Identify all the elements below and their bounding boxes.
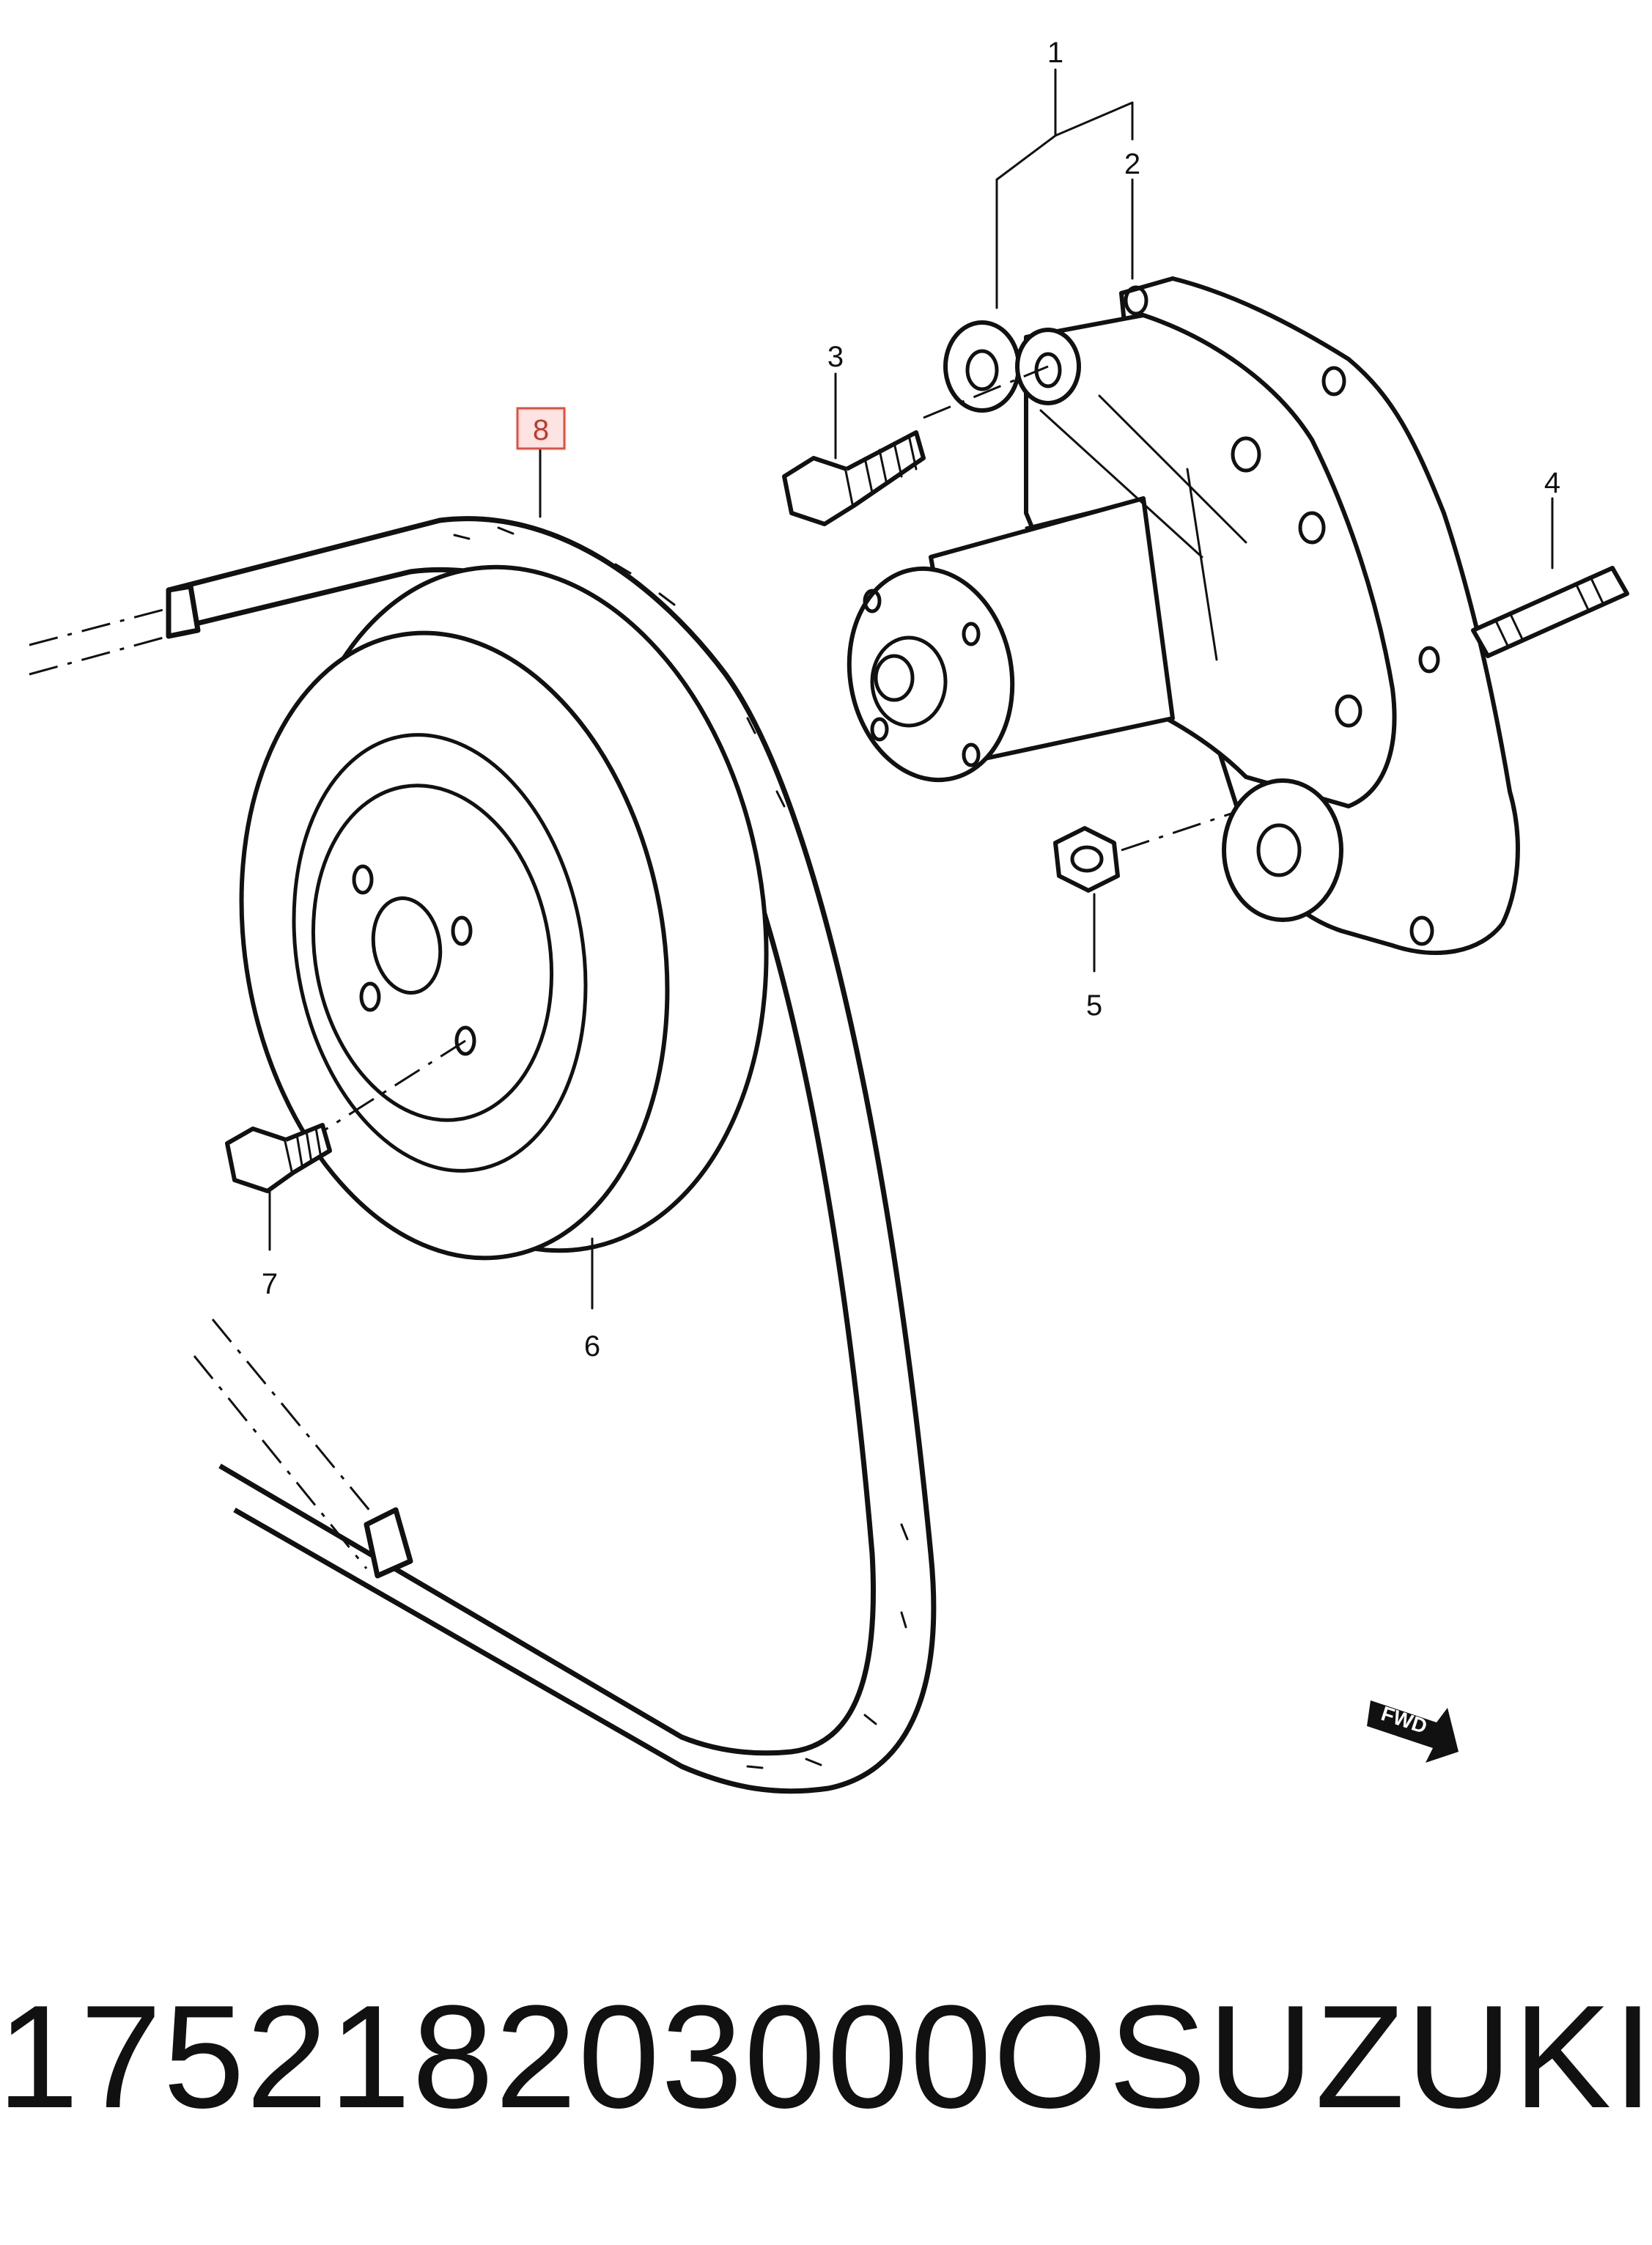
callout-8-box [516,407,566,450]
forward-direction-indicator: FWD [1367,1700,1459,1763]
callout-5[interactable]: 5 [1086,989,1102,1022]
belt-continuation-line [29,607,169,646]
belt-continuation-line [193,1355,368,1569]
callout-7[interactable]: 7 [262,1268,278,1300]
callout-1[interactable]: 1 [1047,37,1063,69]
part-caption: 175218203000O SUZUKI [0,1869,1652,2245]
callout-2[interactable]: 2 [1124,148,1140,180]
callout-8: 8 [533,414,549,446]
parts-diagram: FWD 1 2 3 4 5 6 7 8 [29,37,1629,1794]
assembly-line [314,1039,466,1138]
callout-3[interactable]: 3 [827,341,844,373]
pump-bolt[interactable] [782,430,926,526]
part-number: 175218203000O [0,1975,1109,2139]
water-pump-pulley[interactable] [194,529,819,1292]
water-pump-assembly[interactable] [833,276,1520,955]
assembly-line [1121,812,1232,852]
leader-lines [268,68,1554,1310]
pulley-bolt[interactable] [225,1123,332,1193]
belt-continuation-line [29,635,169,676]
callout-8-highlight[interactable]: 8 [516,407,566,450]
pump-nut[interactable] [1053,826,1120,893]
brand-name: SUZUKI [1108,1975,1652,2139]
callout-4[interactable]: 4 [1544,467,1560,499]
assembly-line [923,365,1049,419]
callout-6[interactable]: 6 [584,1330,600,1363]
belt-continuation-line [211,1319,383,1525]
pump-stud[interactable] [1471,566,1629,658]
